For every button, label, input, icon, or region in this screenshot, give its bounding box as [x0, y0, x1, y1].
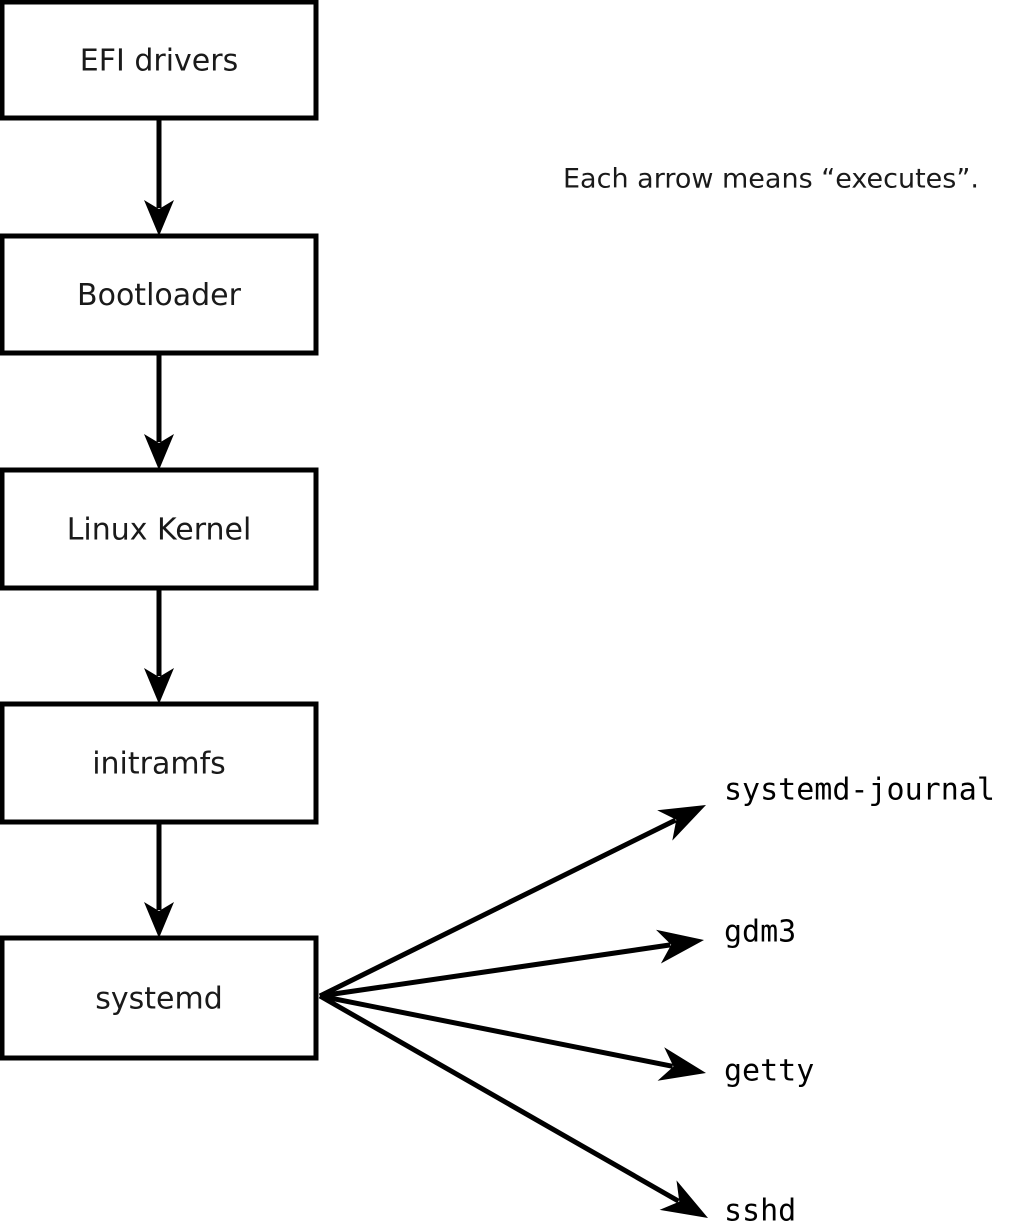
- node-linux-kernel-label: Linux Kernel: [67, 513, 252, 548]
- arrow-bootloader-to-kernel: [144, 353, 174, 470]
- arrow-systemd-to-gdm3-head: [656, 929, 704, 964]
- arrow-bootloader-to-kernel-head: [144, 434, 174, 470]
- service-label-getty[interactable]: getty: [724, 1054, 814, 1089]
- arrow-systemd-to-systemd-journal-shaft: [318, 817, 677, 999]
- arrow-systemd-to-getty: [319, 993, 706, 1081]
- arrow-systemd-to-gdm3-shaft: [319, 942, 671, 999]
- fan-arrows: [318, 805, 708, 1218]
- node-efi-drivers-label: EFI drivers: [80, 44, 238, 79]
- service-label-systemd-journal[interactable]: systemd-journal: [724, 773, 995, 808]
- arrow-systemd-to-getty-head: [657, 1047, 706, 1081]
- service-label-gdm3[interactable]: gdm3: [724, 915, 796, 950]
- arrow-initramfs-to-systemd: [144, 822, 174, 938]
- arrow-kernel-to-initramfs: [144, 588, 174, 704]
- arrow-systemd-to-getty-shaft: [319, 993, 674, 1069]
- legend-caption: Each arrow means “executes”.: [563, 164, 979, 195]
- arrow-kernel-to-initramfs-head: [144, 668, 174, 704]
- node-systemd-rect[interactable]: [0, 935, 319, 1061]
- arrow-efi-to-bootloader-head: [144, 200, 174, 236]
- node-bootloader-label: Bootloader: [77, 278, 242, 313]
- node-systemd-label: systemd: [95, 982, 223, 1017]
- service-label-sshd[interactable]: sshd: [724, 1194, 796, 1229]
- service-labels: systemd-journal gdm3 getty sshd: [724, 773, 995, 1229]
- node-initramfs-label: initramfs: [92, 747, 226, 782]
- node-systemd[interactable]: systemd: [0, 935, 319, 1061]
- arrow-systemd-to-gdm3: [319, 929, 704, 999]
- node-linux-kernel-rect[interactable]: [0, 467, 319, 591]
- chain-arrows: [144, 118, 174, 938]
- node-bootloader[interactable]: Bootloader: [0, 233, 319, 356]
- arrow-systemd-to-sshd-shaft: [318, 993, 680, 1204]
- arrow-systemd-to-systemd-journal-head: [657, 805, 706, 841]
- node-efi-drivers-rect[interactable]: [0, 0, 319, 121]
- node-initramfs[interactable]: initramfs: [0, 701, 319, 825]
- arrow-efi-to-bootloader: [144, 118, 174, 236]
- node-efi-drivers[interactable]: EFI drivers: [0, 0, 319, 121]
- arrow-systemd-to-systemd-journal: [318, 805, 706, 999]
- node-linux-kernel[interactable]: Linux Kernel: [0, 467, 319, 591]
- arrow-initramfs-to-systemd-head: [144, 902, 174, 938]
- arrow-systemd-to-sshd-head: [659, 1180, 708, 1218]
- arrow-systemd-to-sshd: [318, 993, 708, 1218]
